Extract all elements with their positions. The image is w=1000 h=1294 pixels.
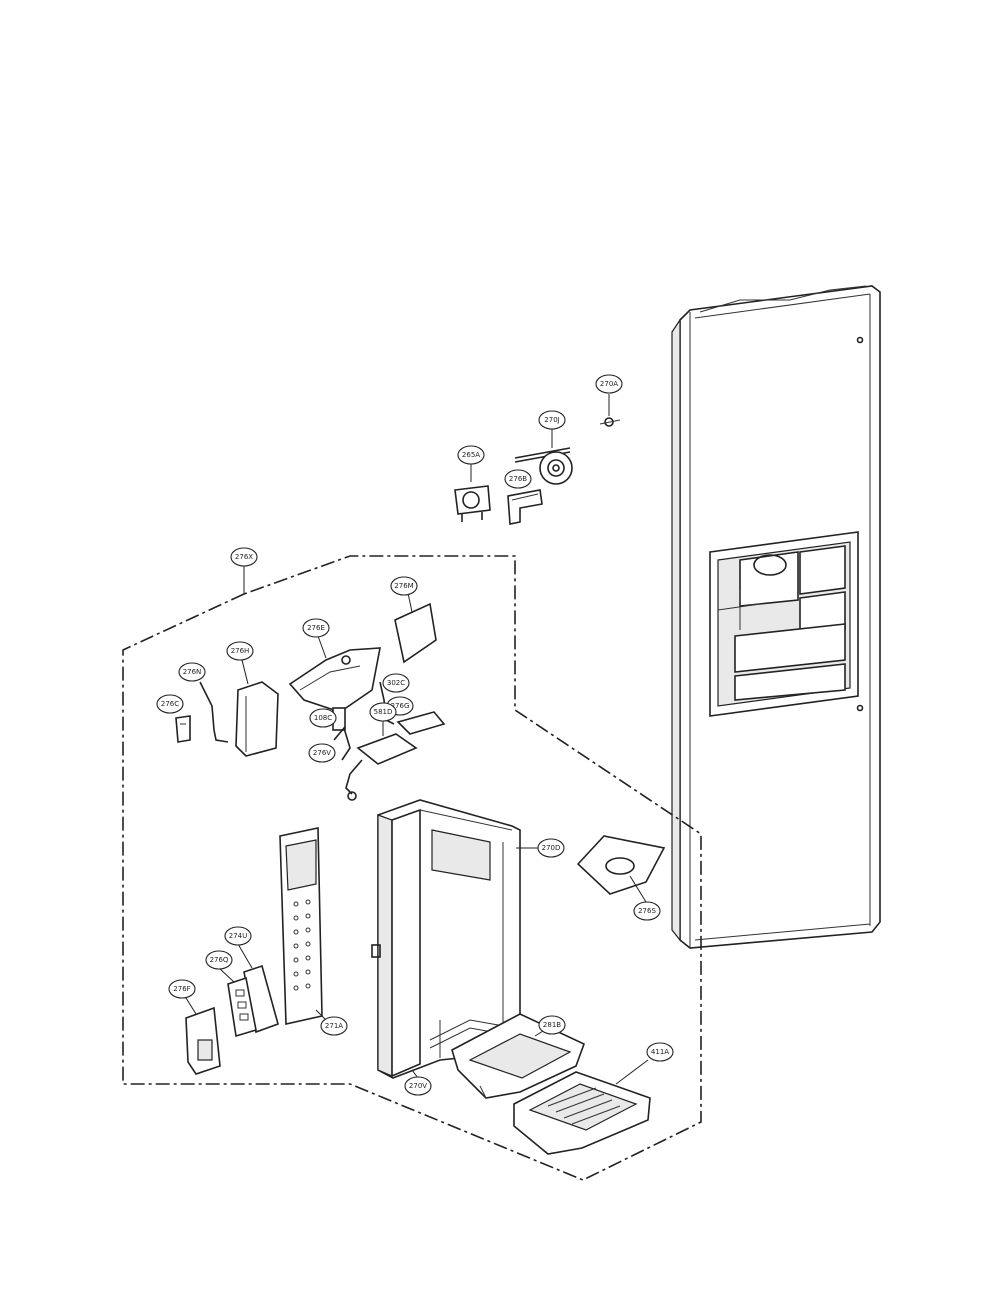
svg-text:302C: 302C — [387, 679, 405, 687]
svg-text:281B: 281B — [543, 1021, 561, 1029]
lower-left-boards — [185, 943, 279, 1075]
callout-270d: 270D — [537, 838, 565, 858]
svg-text:581D: 581D — [374, 708, 393, 716]
callout-276c: 276C — [156, 694, 184, 714]
top-small-parts — [454, 394, 621, 525]
assembly-boundary — [122, 555, 702, 1181]
callout-276n: 276N — [178, 662, 206, 682]
callout-281b: 281B — [538, 1015, 566, 1035]
callout-276f: 276F — [168, 979, 196, 999]
svg-text:265A: 265A — [462, 451, 480, 459]
lever-assembly — [288, 592, 437, 761]
svg-text:270A: 270A — [600, 380, 618, 388]
callout-302c: 302C — [382, 673, 410, 693]
pcb-assembly — [345, 711, 446, 801]
callout-276s: 276S — [633, 901, 661, 921]
callout-274u: 274U — [224, 926, 252, 946]
svg-text:276E: 276E — [307, 624, 325, 632]
callout-265a: 265A — [457, 445, 485, 465]
callout-276m: 276M — [390, 576, 418, 596]
svg-text:270V: 270V — [409, 1082, 427, 1090]
callout-276q: 276Q — [205, 950, 233, 970]
callout-270a: 270A — [595, 374, 623, 394]
callout-276b: 276B — [504, 469, 532, 489]
svg-text:276B: 276B — [509, 475, 527, 483]
upper-left-parts — [175, 659, 279, 757]
callout-108c: 108C — [309, 708, 337, 728]
svg-text:276M: 276M — [394, 582, 413, 590]
callout-276h: 276H — [226, 641, 254, 661]
svg-text:274U: 274U — [229, 932, 247, 940]
svg-text:271A: 271A — [325, 1022, 343, 1030]
callout-581d: 581D — [369, 702, 397, 722]
svg-text:411A: 411A — [651, 1048, 669, 1056]
svg-text:276C: 276C — [161, 700, 179, 708]
svg-text:270D: 270D — [542, 844, 561, 852]
svg-text:276G: 276G — [391, 702, 410, 710]
callout-276e: 276E — [302, 618, 330, 638]
callout-276v: 276V — [308, 743, 336, 763]
door-panel — [671, 285, 881, 949]
mount-plate — [576, 835, 666, 903]
svg-text:108C: 108C — [314, 714, 332, 722]
callout-270v: 270V — [404, 1069, 432, 1096]
svg-text:276N: 276N — [183, 668, 202, 676]
svg-text:276X: 276X — [235, 553, 253, 561]
callout-271a: 271A — [320, 1016, 348, 1036]
callout-276x: 276X — [230, 547, 258, 567]
svg-text:270J: 270J — [544, 416, 559, 424]
svg-text:276H: 276H — [231, 647, 250, 655]
svg-text:276Q: 276Q — [210, 956, 229, 964]
callout-270j: 270J — [538, 410, 566, 430]
callout-411a: 411A — [646, 1042, 674, 1062]
drip-tray-upper — [451, 1013, 586, 1099]
svg-text:276F: 276F — [173, 985, 190, 993]
svg-text:276V: 276V — [313, 749, 331, 757]
keypad-panel — [279, 827, 331, 1025]
svg-text:276S: 276S — [638, 907, 656, 915]
drip-tray-lower — [513, 1059, 651, 1155]
dispenser-housing — [371, 799, 538, 1079]
